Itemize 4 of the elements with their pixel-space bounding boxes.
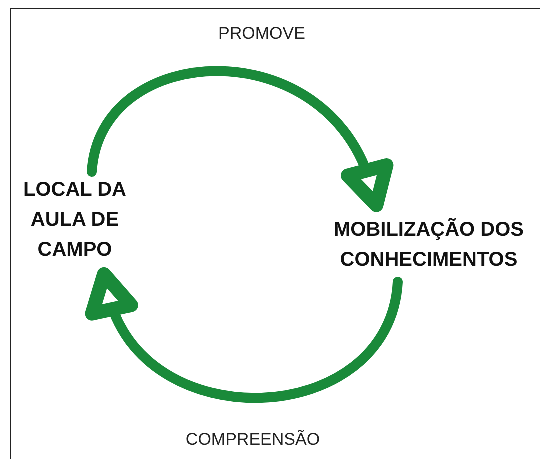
curved-arrow <box>88 268 403 403</box>
curved-arrow <box>87 66 392 212</box>
node-label: LOCAL DA AULA DE CAMPO <box>14 175 136 265</box>
node-label: MOBILIZAÇÃO DOS CONHECIMENTOS <box>318 215 540 275</box>
